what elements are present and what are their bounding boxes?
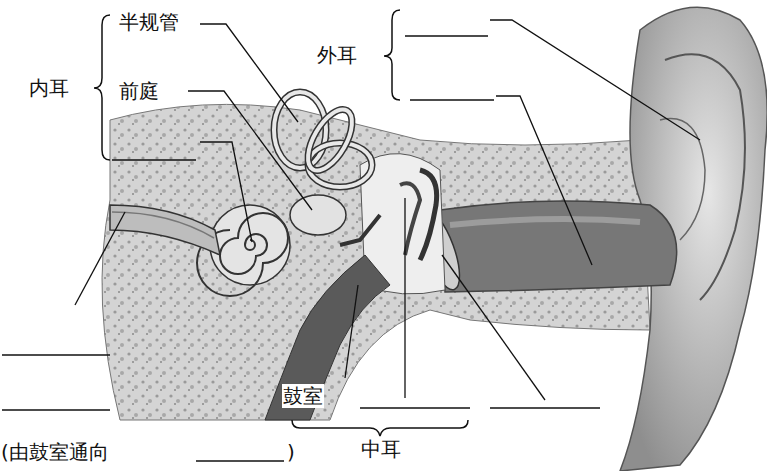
region-label: 中耳 bbox=[360, 437, 402, 461]
part-label: 前庭 bbox=[118, 79, 160, 103]
part-label: 半规管 bbox=[118, 10, 180, 34]
part-label: 鼓室 bbox=[282, 384, 324, 408]
region-label: 内耳 bbox=[28, 76, 70, 100]
region-label: 外耳 bbox=[316, 43, 358, 67]
note-text: ) bbox=[286, 440, 296, 464]
note-text: (由鼓室通向 bbox=[0, 440, 110, 464]
